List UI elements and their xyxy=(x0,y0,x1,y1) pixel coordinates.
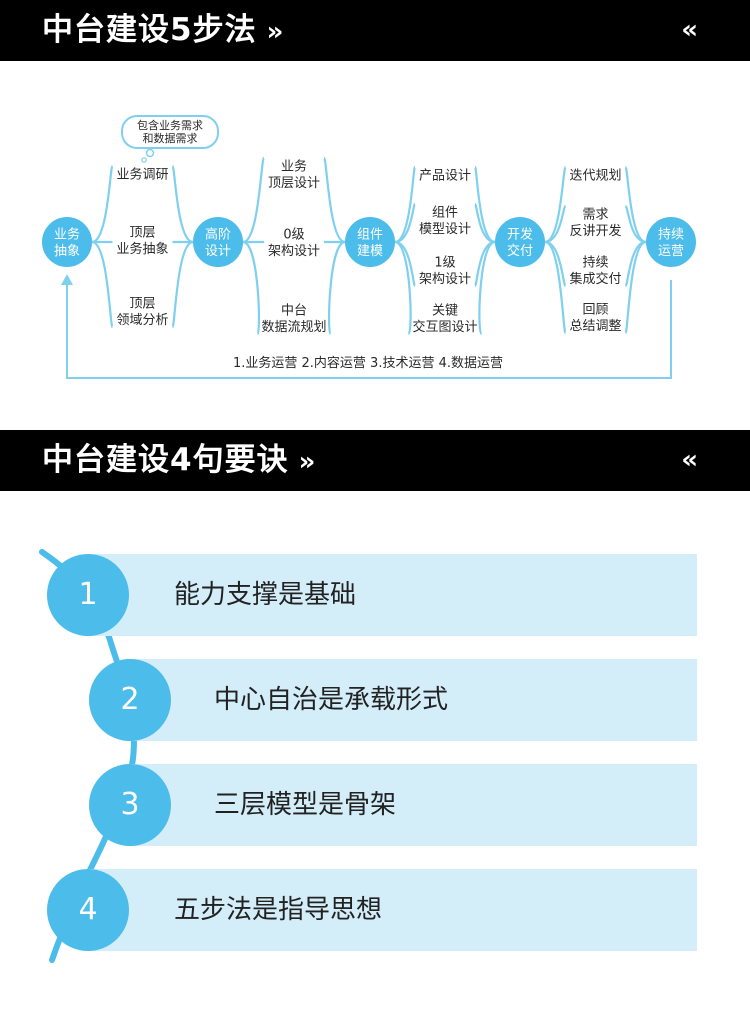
tip-text-2: 中心自治是承载形式 xyxy=(214,685,449,715)
diagram-step-label: 产品设计 xyxy=(419,169,471,184)
diagram-node-circle xyxy=(345,217,395,267)
diagram-node-circle xyxy=(193,217,243,267)
diagram-step-label: 迭代规划 xyxy=(569,169,621,184)
diagram-node-label: 业务抽象 xyxy=(54,227,80,259)
diagram-node-label: 高阶设计 xyxy=(205,227,231,259)
diagram-node-circle xyxy=(646,217,696,267)
tip-row-1 xyxy=(88,554,697,636)
tip-number-1: 1 xyxy=(47,554,129,636)
diagram-step-label: 1级架构设计 xyxy=(419,256,471,287)
double-chevron-left-icon: « xyxy=(681,445,698,475)
thought-bubble: 包含业务需求和数据需求 xyxy=(121,115,219,163)
double-chevron-right-icon: » xyxy=(298,447,317,477)
diagram-node-circle xyxy=(495,217,545,267)
double-chevron-left-icon: « xyxy=(681,15,698,45)
section-title: 中台建设4句要诀» xyxy=(42,442,317,478)
double-chevron-right-icon: » xyxy=(266,17,285,47)
diagram-step-label: 持续集成交付 xyxy=(569,256,621,287)
diagram-node-label: 组件建模 xyxy=(357,228,383,259)
tip-text-1: 能力支撑是基础 xyxy=(174,580,357,610)
section-title: 中台建设5步法» xyxy=(42,12,285,48)
diagram-step-label: 顶层领域分析 xyxy=(116,297,168,328)
diagram-node-circle xyxy=(42,217,92,267)
tip-number-4: 4 xyxy=(47,869,129,951)
feedback-loop-line xyxy=(66,280,672,379)
tip-row-2 xyxy=(130,659,697,741)
diagram-node-label: 开发交付 xyxy=(507,227,533,259)
diagram-step-label: 回顾总结调整 xyxy=(569,303,621,334)
tip-number-3: 3 xyxy=(89,764,171,846)
tip-number-2: 2 xyxy=(89,659,171,741)
arrow-up-icon xyxy=(61,274,73,285)
diagram-step-label: 顶层业务抽象 xyxy=(116,226,168,257)
diagram-step-label: 0级架构设计 xyxy=(268,228,320,259)
diagram-step-label: 业务调研 xyxy=(116,167,168,183)
tip-text-3: 三层模型是骨架 xyxy=(214,790,397,820)
diagram-node-label: 持续运营 xyxy=(658,228,684,259)
feedback-loop-label: 1.业务运营 2.内容运营 3.技术运营 4.数据运营 xyxy=(233,355,503,371)
diagram-step-label: 组件模型设计 xyxy=(419,206,471,237)
tip-text-4: 五步法是指导思想 xyxy=(174,895,383,925)
tip-row-3 xyxy=(130,764,697,846)
tip-row-4 xyxy=(88,869,697,951)
section-banner-four-tips: 中台建设4句要诀» « xyxy=(0,430,750,491)
diagram-step-label: 业务顶层设计 xyxy=(268,159,320,191)
diagram-step-label: 中台数据流规划 xyxy=(261,304,326,335)
diagram-step-label: 关键交互图设计 xyxy=(412,304,477,335)
diagram-step-label: 需求反讲开发 xyxy=(569,208,621,239)
section-banner-five-steps: 中台建设5步法» « xyxy=(0,0,750,61)
thought-bubble-text: 包含业务需求和数据需求 xyxy=(137,118,203,145)
